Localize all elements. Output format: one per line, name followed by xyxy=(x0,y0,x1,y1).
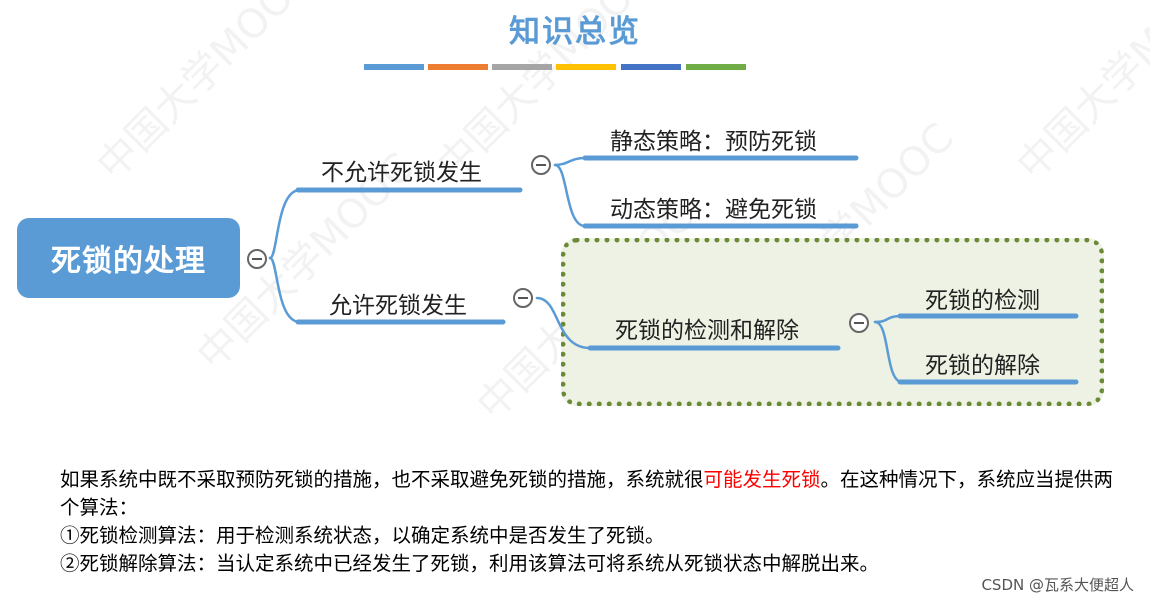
node-dynamic-strategy[interactable]: 动态策略：避免死锁 xyxy=(610,197,817,223)
node-resolve[interactable]: 死锁的解除 xyxy=(925,353,1040,379)
connector-root-not-allow xyxy=(268,188,302,260)
page-title: 知识总览 xyxy=(509,14,641,50)
title-bar-4 xyxy=(556,64,616,70)
node-static-strategy[interactable]: 静态策略：预防死锁 xyxy=(610,129,817,155)
highlight-text: 可能发生死锁 xyxy=(703,468,821,491)
collapse-not-allow-icon[interactable] xyxy=(531,155,551,175)
connector-to-dynamic xyxy=(553,163,587,228)
paragraph-line-3: ②死锁解除算法：当认定系统中已经发生了死锁，利用该算法可将系统从死锁状态中解脱出… xyxy=(60,552,880,575)
root-node[interactable]: 死锁的处理 xyxy=(17,218,240,298)
node-detect[interactable]: 死锁的检测 xyxy=(925,288,1040,314)
connector-to-detect-resolve xyxy=(535,296,592,350)
credit-text: CSDN @瓦系大便超人 xyxy=(981,576,1134,594)
collapse-allow-icon[interactable] xyxy=(513,288,533,308)
connector-to-resolve xyxy=(873,320,904,384)
paragraph-text: 如果系统中既不采取预防死锁的措施，也不采取避免死锁的措施，系统就很 xyxy=(60,468,704,491)
collapse-root-icon[interactable] xyxy=(247,249,267,269)
paragraph-text: 。在这种情况下，系统应当提供两个算法： xyxy=(60,468,1114,519)
connector-root-allow xyxy=(268,256,302,324)
explanation-paragraph: 如果系统中既不采取预防死锁的措施，也不采取避免死锁的措施，系统就很可能发生死锁。… xyxy=(60,466,1120,578)
node-detect-resolve[interactable]: 死锁的检测和解除 xyxy=(615,318,799,344)
node-not-allow[interactable]: 不允许死锁发生 xyxy=(321,160,482,186)
paragraph-line-1: 如果系统中既不采取预防死锁的措施，也不采取避免死锁的措施，系统就很可能发生死锁。… xyxy=(60,466,1120,522)
collapse-detect-resolve-icon[interactable] xyxy=(849,313,869,333)
node-allow[interactable]: 允许死锁发生 xyxy=(329,293,467,319)
paragraph-line-2: ①死锁检测算法：用于检测系统状态，以确定系统中是否发生了死锁。 xyxy=(60,524,665,547)
title-bar-1 xyxy=(364,64,424,70)
connector-to-static xyxy=(553,156,587,167)
title-bar-5 xyxy=(621,64,681,70)
detect-resolve-group xyxy=(561,238,1104,406)
title-bar-2 xyxy=(428,64,488,70)
title-bar-3 xyxy=(492,64,552,70)
title-bar-6 xyxy=(686,64,746,70)
